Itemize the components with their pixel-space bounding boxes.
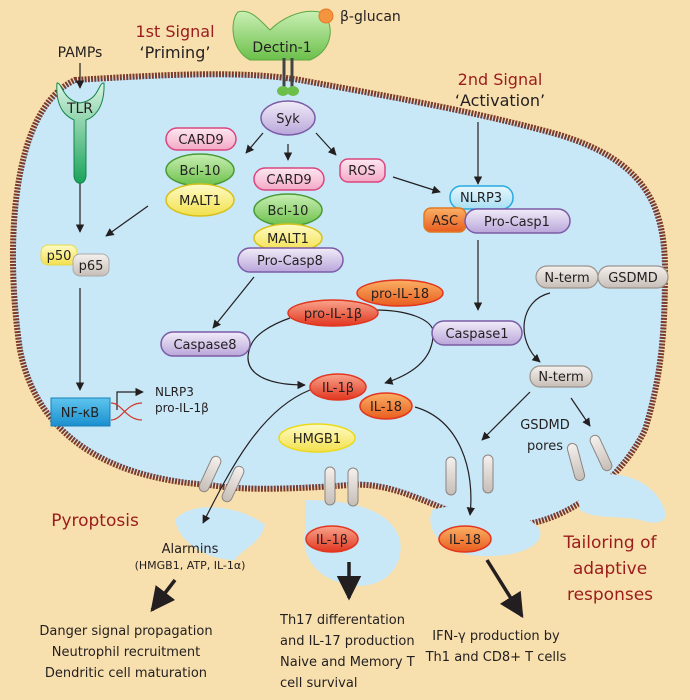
tlr-receptor [56,82,105,184]
pro-casp8-label: Pro-Casp8 [257,254,323,269]
tailoring-line-1: Tailoring of [563,533,658,553]
asc-label: ASC [432,214,458,229]
malt1-b-label: MALT1 [267,232,309,247]
caspase1-node [431,320,523,346]
th17-line-2: and IL-17 production [280,634,415,649]
il18-out-node [438,525,492,553]
arrow-syk-ros [315,132,337,156]
p65-node [72,253,110,277]
card9-b-label: CARD9 [266,173,311,188]
danger-line-3: Dendritic cell maturation [45,666,207,681]
card9-node-b [253,167,325,191]
ros-node [339,158,386,183]
tailoring-line-2: adaptive [573,559,647,579]
hmgb1-node [278,423,356,453]
arrow-transcription [116,387,144,410]
il1b-out-label: IL-1β [316,533,348,548]
caspase8-label: Caspase8 [173,338,236,353]
il1b-node [309,373,367,401]
danger-line-2: Neutrophil recruitment [52,645,200,660]
arrow-il18-out [414,406,476,516]
alarmins-sub-label: (HMGB1, ATP, IL-1α) [135,559,246,572]
il18-label: IL-18 [370,400,402,415]
dectin-label: Dectin-1 [252,40,311,56]
signal-2-subtitle: ‘Activation’ [455,91,545,110]
arrow-alarmins-danger [150,578,177,612]
arrow-caspase8-il1b [247,344,306,390]
alarmins-label: Alarmins [162,542,219,557]
th17-line-4: cell survival [280,676,357,691]
arrow-nterm-pore-b [570,397,591,427]
dna-icon [110,402,143,421]
caspase8-node [160,331,251,357]
pro-il1b-label: pro-IL-1β [304,307,362,322]
gsdmd-label: GSDMD [608,271,658,286]
nterm-node-b [529,365,593,388]
danger-line-1: Danger signal propagation [39,624,212,639]
pro-casp1-node [464,208,571,234]
released-content-blob [175,507,265,560]
line-proil1b-caspase8 [250,317,291,346]
tailoring-line-3: responses [567,585,653,605]
th17-line-3: Naive and Memory T [280,655,415,670]
arrow-ros-nlrp3 [392,176,441,194]
pro-casp1-label: Pro-Casp1 [484,215,550,230]
signal-1-title: 1st Signal [135,22,214,41]
gsdmd-node [597,265,669,289]
hmgb1-label: HMGB1 [293,432,341,447]
arrow-procasp8-caspase8 [212,276,255,329]
gsdmd-pores-label-2: pores [527,439,563,454]
ros-label: ROS [348,164,376,179]
arrow-il1b-alarmins [202,389,311,524]
malt1-a-label: MALT1 [179,194,221,209]
line-proil1b-caspase1 [374,309,434,331]
gene-target-nlrp3: NLRP3 [155,385,194,399]
released-content-blob [575,474,666,523]
arrow-il18-ifn [485,559,524,619]
signal-2-title: 2nd Signal [458,70,543,89]
nlrp3-label: NLRP3 [460,191,502,206]
ifn-line-1: IFN-γ production by [432,629,560,644]
gsdmd-pores-label-1: GSDMD [520,418,570,433]
pamps-label: PAMPs [58,45,103,61]
syk-label: Syk [276,112,300,127]
bcl10-a-label: Bcl-10 [180,164,221,179]
il1b-label: IL-1β [322,381,354,396]
arrow-syk-card9a [245,132,264,154]
signal-1-subtitle: ‘Priming’ [140,43,211,62]
syk-node [260,100,316,136]
gsdmd-pore [198,434,613,507]
nterm-a-label: N-term [544,271,589,286]
il1b-out-node [305,525,359,553]
beta-glucan-label: β-glucan [340,9,401,25]
malt1-node-a [165,183,235,217]
arrow-malt1-p65 [105,205,149,237]
nfkb-node [50,397,111,427]
arrow-caspase1-nterm [523,292,551,363]
nfkb-label: NF-κB [61,406,99,421]
th17-line-1: Th17 differentation [279,613,405,628]
ifn-line-2: Th1 and CD8+ T cells [425,650,567,665]
il18-node [359,392,413,420]
bcl10-b-label: Bcl-10 [268,204,309,219]
pro-casp8-node [237,247,344,273]
pro-il1b-node [287,299,379,327]
pro-il18-label: pro-IL-18 [371,287,429,302]
tlr-label: TLR [66,101,93,117]
nterm-b-label: N-term [538,370,583,385]
pyroptosis-label: Pyroptosis [51,511,139,531]
gene-target-pro-il1b: pro-IL-1β [155,401,209,415]
card9-node-a [165,127,237,151]
pro-il18-node [356,279,444,307]
p65-label: p65 [79,259,104,274]
p50-label: p50 [47,249,72,264]
il18-out-label: IL-18 [449,533,481,548]
arrow-nterm-pore-a [481,391,531,441]
card9-a-label: CARD9 [178,133,223,148]
caspase1-label: Caspase1 [445,327,508,342]
beta-glucan-icon [318,8,334,24]
